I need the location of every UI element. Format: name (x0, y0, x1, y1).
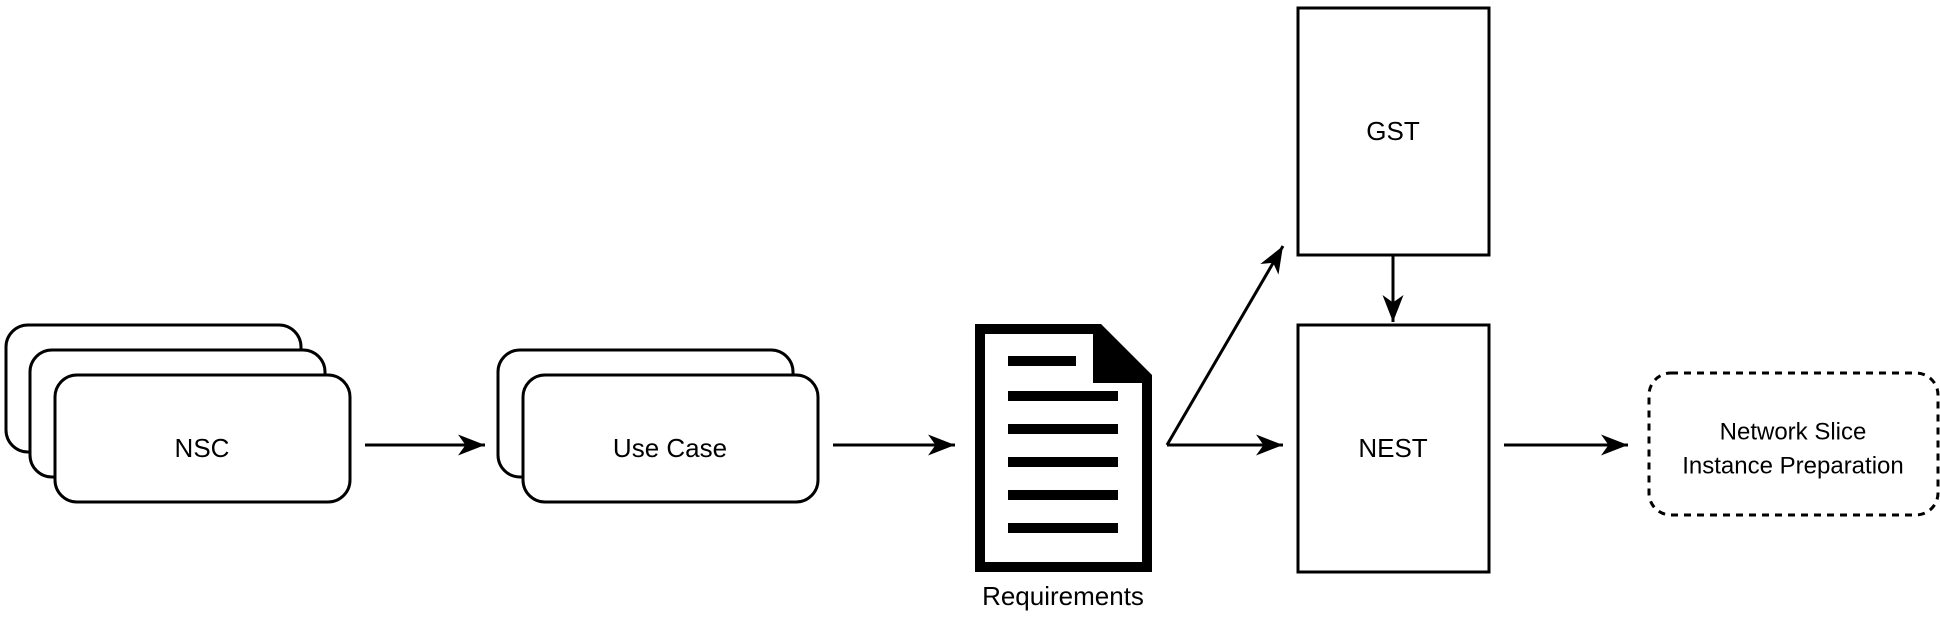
nsi-preparation-node: Network Slice Instance Preparation (1647, 371, 1940, 517)
gst-box (1296, 6, 1491, 257)
arrow-requirements-to-gst (1165, 245, 1285, 446)
nest-label: NEST (1358, 433, 1427, 463)
gst-label: GST (1366, 116, 1420, 146)
document-icon (975, 324, 1152, 572)
nsc-label: NSC (175, 433, 230, 463)
use-case-label: Use Case (613, 433, 727, 463)
requirements-node: Requirements (975, 324, 1152, 611)
gst-node: GST (1296, 6, 1491, 257)
nsc-card-front (53, 373, 352, 504)
nest-box (1296, 323, 1491, 574)
requirements-label: Requirements (982, 581, 1144, 611)
use-case-node: Use Case (496, 348, 820, 504)
nsi-preparation-box (1647, 371, 1940, 517)
nsi-preparation-line2: Instance Preparation (1682, 453, 1903, 480)
nsi-preparation-line1: Network Slice (1720, 419, 1867, 446)
nsc-node: NSC (4, 323, 352, 504)
nest-node: NEST (1296, 323, 1491, 574)
use-case-card-front (521, 373, 820, 504)
